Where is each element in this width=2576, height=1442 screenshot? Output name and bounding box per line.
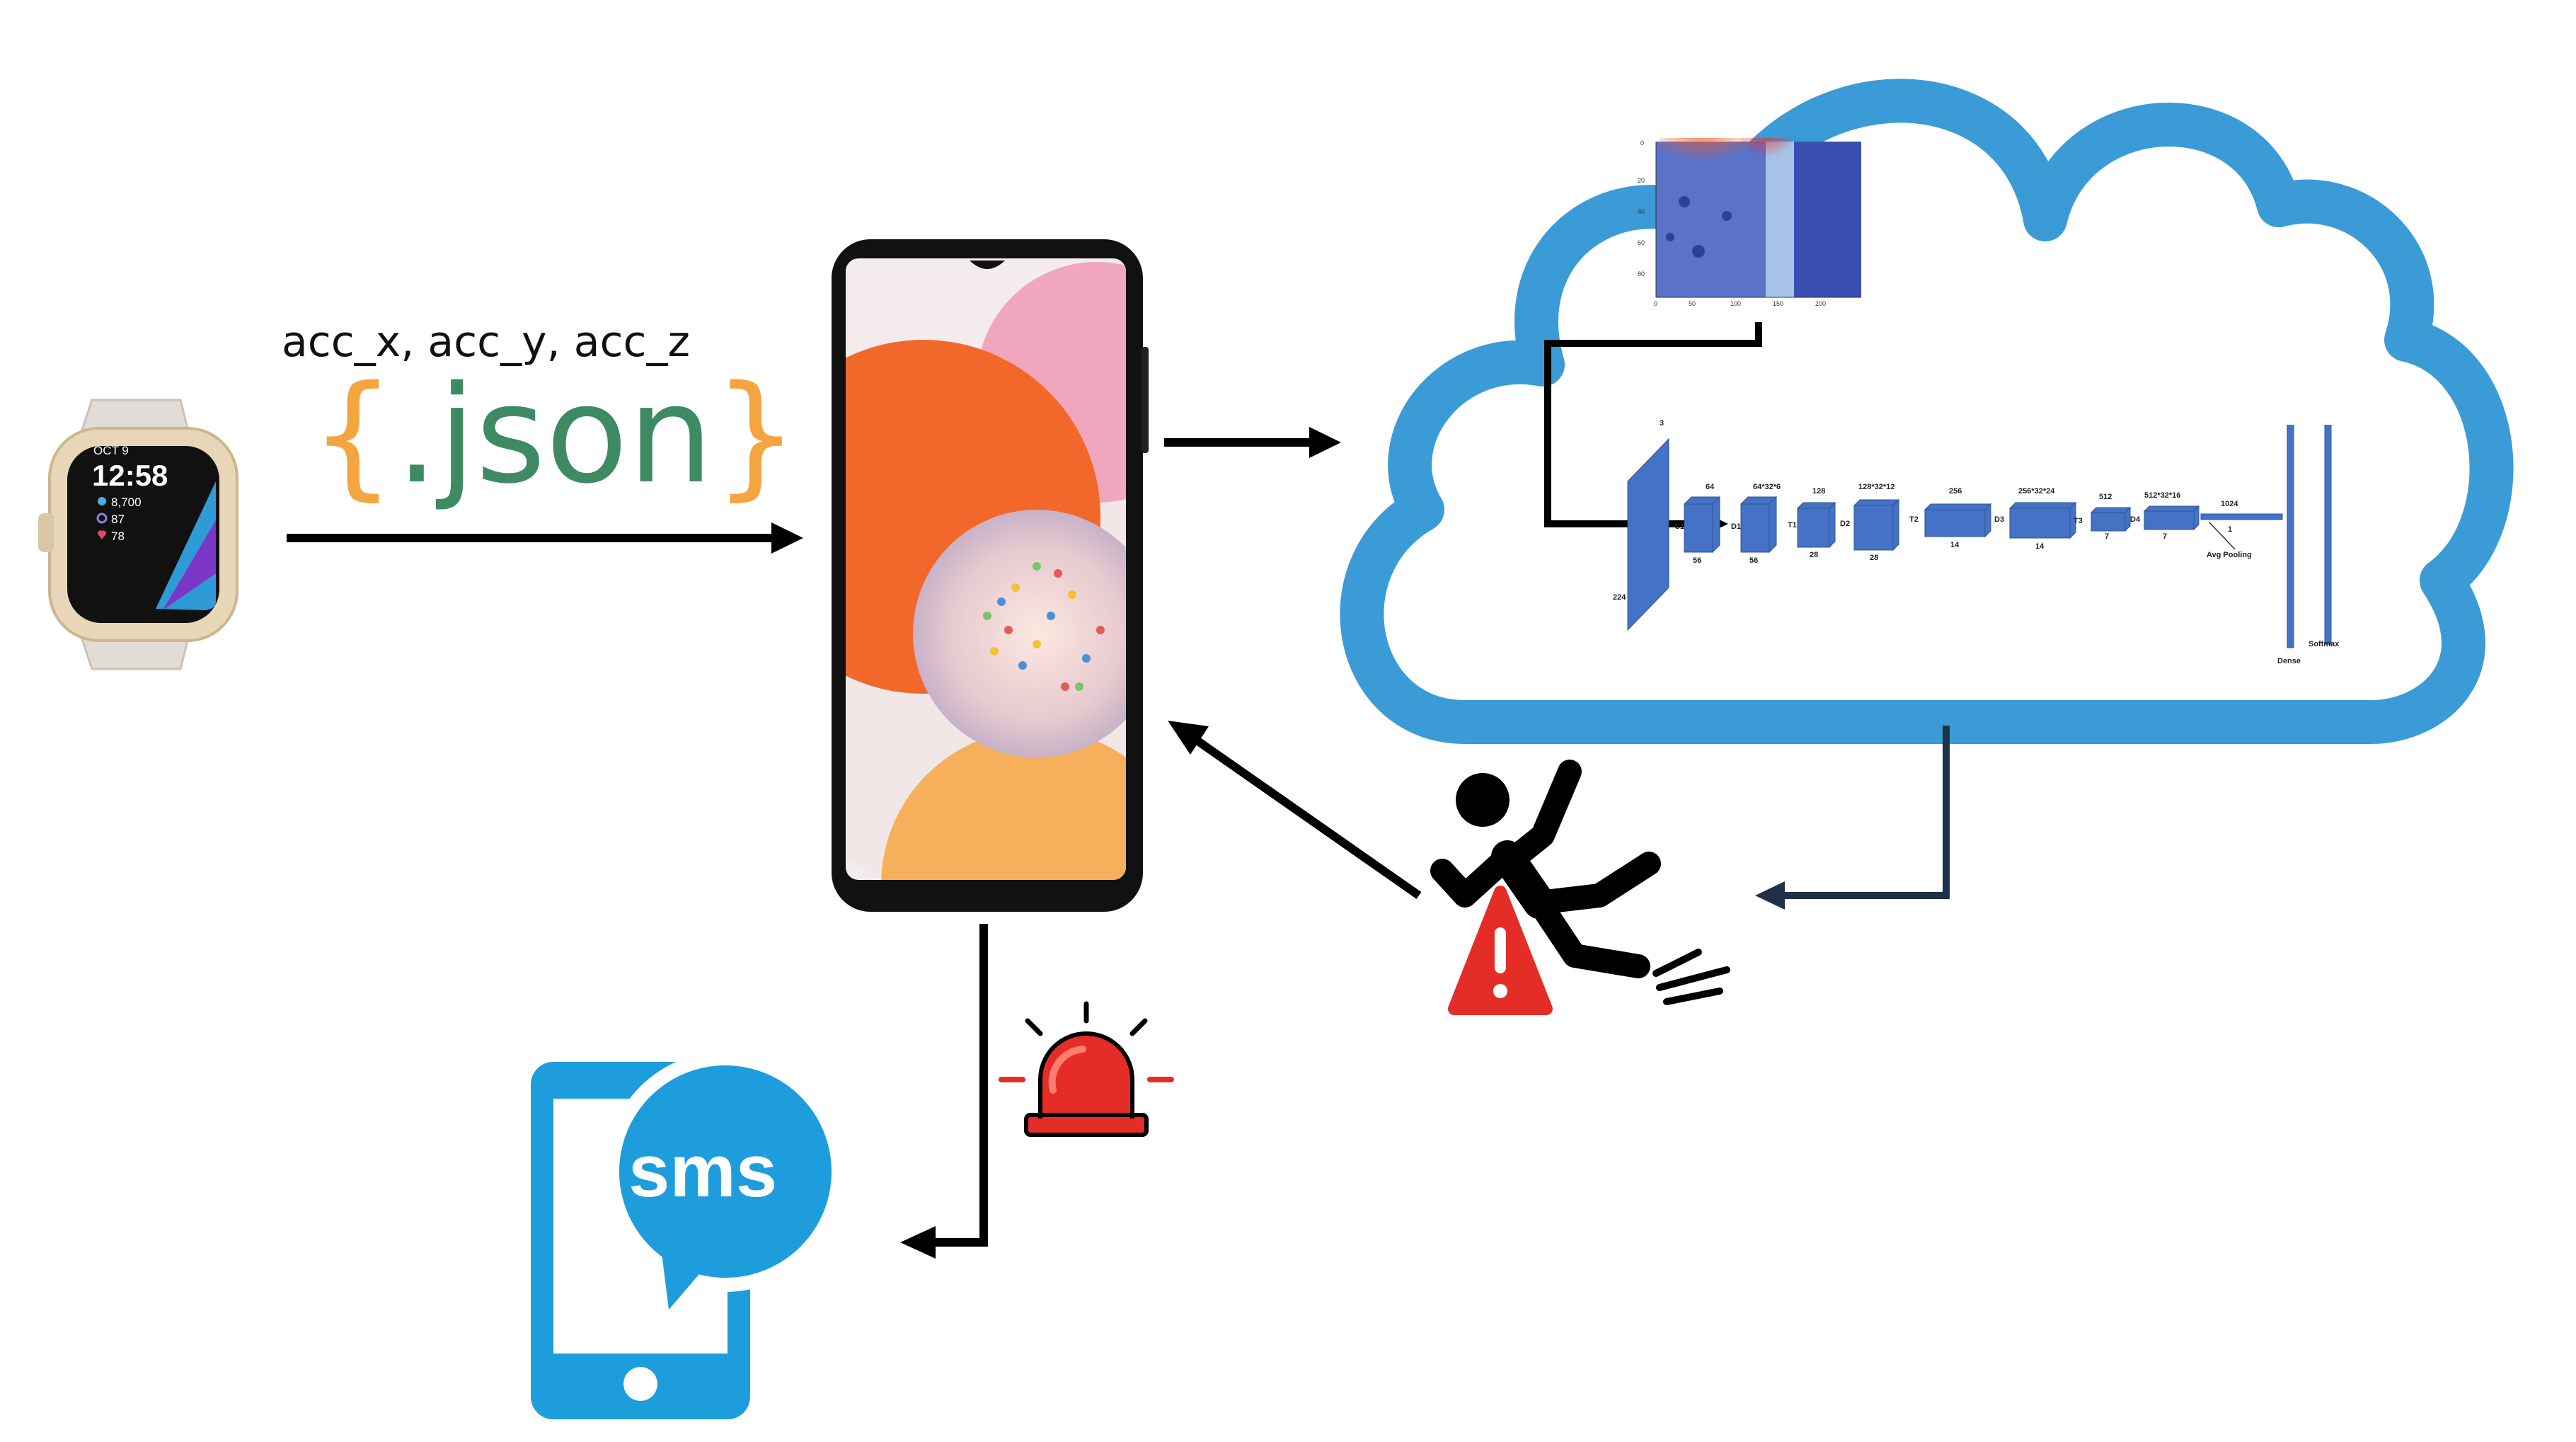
json-open-brace: {	[310, 357, 396, 513]
cnn-block-t1	[1796, 501, 1836, 549]
cnn-layer-top: 256*32*24	[2018, 487, 2055, 496]
cnn-block-t2	[1924, 503, 1992, 538]
heatmap-y-tick: 40	[1638, 208, 1645, 215]
cnn-layer-stage: C1	[1674, 522, 1685, 531]
cnn-input-size: 224	[1613, 593, 1626, 602]
arrow-cloud-to-fall-alert	[1755, 726, 1950, 910]
siren-alarm-icon	[999, 1001, 1174, 1137]
heatmap-x-tick: 0	[1654, 300, 1658, 307]
cnn-layer-stage: D2	[1840, 520, 1851, 528]
cnn-pool-bottom: 1	[2228, 525, 2233, 534]
cnn-architecture-diagram	[1627, 425, 2332, 648]
watch-heart-rate: 78	[111, 530, 125, 543]
cnn-layer-top: 256	[1949, 487, 1962, 496]
cnn-softmax-layer	[2324, 425, 2332, 645]
cnn-layer-stage: D4	[2130, 515, 2141, 524]
cnn-input-channels: 3	[1660, 419, 1664, 428]
cnn-layer-bottom: 56	[1693, 556, 1702, 565]
heatmap-image	[1652, 138, 1861, 298]
watch-steps: 8,700	[111, 496, 142, 509]
cnn-layer-top: 512*32*16	[2144, 491, 2181, 500]
cnn-layer-stage: T3	[2074, 517, 2083, 525]
cnn-layer-bottom: 28	[1870, 554, 1879, 562]
heatmap-y-tick: 60	[1638, 239, 1645, 246]
cnn-layer-bottom: 7	[2163, 532, 2168, 541]
arrow-phone-to-sms	[900, 924, 988, 1259]
cnn-block-d4	[2143, 505, 2200, 531]
sms-phone-icon	[531, 1055, 846, 1419]
cnn-layer-bottom: 56	[1749, 556, 1759, 565]
cnn-dense-layer	[2287, 425, 2294, 648]
watch-time: 12:58	[92, 459, 168, 492]
cnn-dense-label: Dense	[2277, 657, 2301, 665]
cnn-layer-bottom: 14	[2035, 542, 2045, 551]
cnn-layer-bottom: 14	[1950, 541, 1960, 549]
heatmap-x-tick: 50	[1689, 300, 1696, 307]
smartphone-icon	[832, 239, 1149, 912]
json-format-badge: {.json}	[310, 368, 799, 503]
sensor-axes-label: acc_x, acc_y, acc_z	[282, 317, 691, 367]
cnn-input-block	[1627, 437, 1669, 631]
heatmap-x-tick: 100	[1730, 300, 1742, 307]
cnn-block-c1	[1683, 496, 1721, 554]
cnn-layer-top: 64*32*6	[1753, 483, 1781, 491]
heatmap-x-tick: 200	[1815, 300, 1827, 307]
cnn-layer-top: 128*32*12	[1858, 483, 1895, 491]
falling-person-icon	[1430, 760, 1730, 1015]
cnn-layer-stage: D1	[1731, 522, 1742, 531]
cnn-layer-stage: D3	[1994, 515, 2005, 524]
heatmap-x-tick: 150	[1773, 300, 1784, 307]
cnn-block-d1	[1740, 496, 1778, 554]
sms-label: sms	[628, 1130, 778, 1213]
cnn-avg-pooling-block	[2200, 513, 2283, 520]
cnn-layer-bottom: 7	[2105, 532, 2110, 541]
json-word: .json	[395, 357, 713, 513]
cnn-layer-bottom: 28	[1810, 551, 1819, 559]
cnn-layer-stage: T1	[1788, 521, 1797, 530]
watch-floors: 87	[111, 513, 125, 526]
cnn-layer-top: 512	[2099, 493, 2112, 501]
cnn-layer-stage: T2	[1909, 515, 1919, 524]
cnn-pool-top: 1024	[2221, 500, 2238, 508]
cnn-softmax-label: Softmax	[2308, 640, 2340, 648]
arrow-watch-to-phone	[287, 522, 803, 554]
cnn-pool-name: Avg Pooling	[2207, 551, 2252, 559]
cnn-layer-top: 64	[1706, 483, 1715, 491]
watch-date: OCT 9	[93, 444, 129, 457]
cnn-block-d2	[1853, 498, 1900, 551]
heatmap-y-tick: 0	[1640, 139, 1645, 147]
arrow-fall-alert-to-phone	[1168, 721, 1422, 899]
cnn-layer-top: 128	[1812, 487, 1826, 496]
heatmap-y-tick: 80	[1638, 270, 1645, 277]
cnn-block-d3	[2008, 501, 2077, 539]
cnn-block-t3	[2090, 506, 2132, 532]
smartwatch-icon	[38, 399, 238, 670]
heatmap-y-tick: 20	[1638, 177, 1645, 184]
cloud-icon	[1340, 79, 2514, 744]
arrow-phone-to-cloud	[1164, 427, 1341, 458]
watch-stat-icons	[96, 497, 108, 539]
json-close-brace: }	[713, 357, 799, 513]
